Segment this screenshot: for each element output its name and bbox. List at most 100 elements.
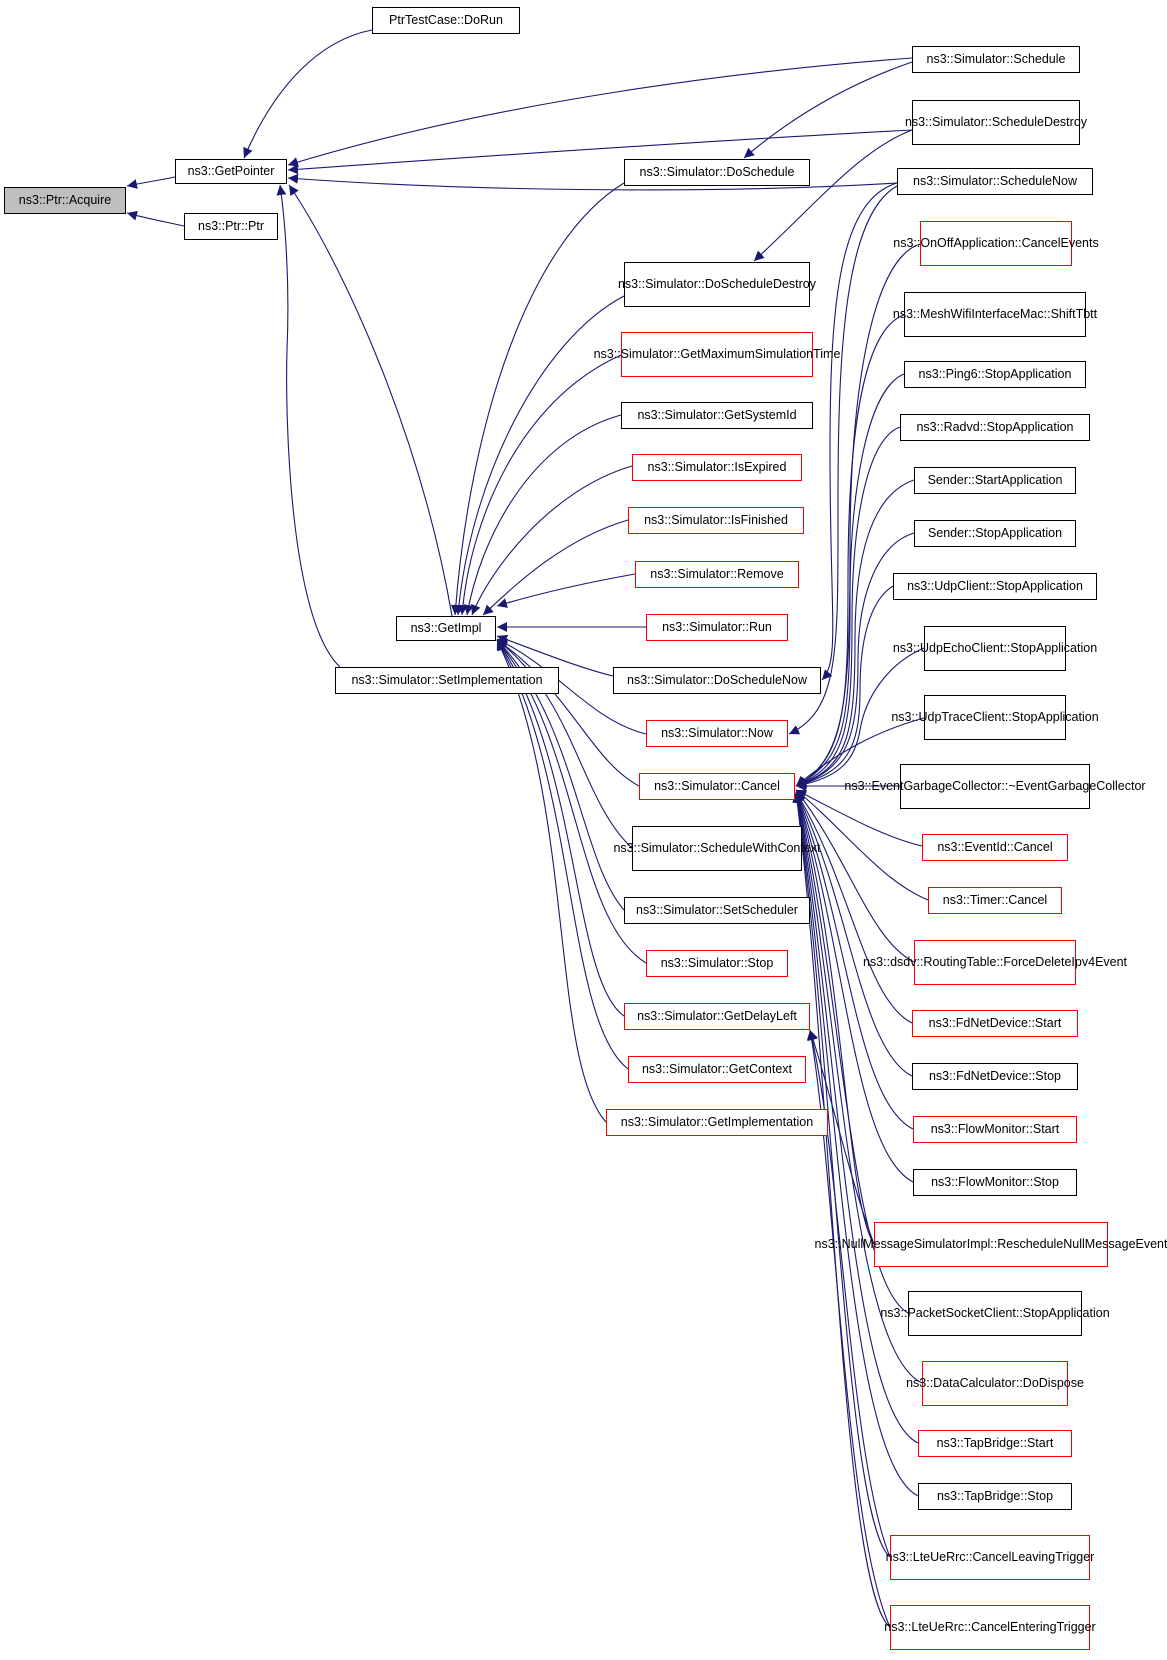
edge-getmax-getimpl xyxy=(457,354,622,616)
node-cancel[interactable]: ns3::Simulator::Cancel xyxy=(639,773,795,800)
node-label: ns3::Simulator::SetScheduler xyxy=(636,903,798,917)
node-is-finished[interactable]: ns3::Simulator::IsFinished xyxy=(628,507,804,534)
edge-udpecho-cancel xyxy=(795,647,925,790)
node-ptr-ptr[interactable]: ns3::Ptr::Ptr xyxy=(184,213,278,240)
node-label: ::StopApplication xyxy=(1015,1306,1110,1320)
node-event-garbage-collector[interactable]: ns3::EventGarbageCollector::~EventGarbag… xyxy=(844,764,1146,809)
node-label: ns3::PacketSocketClient xyxy=(880,1306,1016,1320)
node-get-context[interactable]: ns3::Simulator::GetContext xyxy=(628,1056,806,1083)
node-flowmonitor-stop[interactable]: ns3::FlowMonitor::Stop xyxy=(913,1169,1077,1196)
node-label: Destroy xyxy=(772,277,817,291)
node-remove[interactable]: ns3::Simulator::Remove xyxy=(635,561,799,588)
node-dsdv-force-delete[interactable]: ns3::dsdv::RoutingTable::ForceDeleteIpv4… xyxy=(863,940,1127,985)
edge-datacalc-cancel xyxy=(793,791,923,1384)
node-packet-socket-stop[interactable]: ns3::PacketSocketClient::StopApplication xyxy=(880,1291,1110,1336)
node-label: ns3::Simulator::IsFinished xyxy=(644,513,788,527)
node-get-system-id[interactable]: ns3::Simulator::GetSystemId xyxy=(621,402,813,429)
edge-fdstop-cancel xyxy=(795,791,913,1077)
node-set-scheduler[interactable]: ns3::Simulator::SetScheduler xyxy=(624,897,810,924)
node-label: ns3::Simulator::Cancel xyxy=(654,779,780,793)
edge-setimpl-getpointer xyxy=(276,184,341,668)
edge-schedule-getpointer xyxy=(287,57,913,167)
node-label: ns3::MeshWifiInterfaceMac xyxy=(892,307,1044,321)
node-label: ns3::Radvd::StopApplication xyxy=(916,420,1074,434)
node-label: ns3::Simulator::GetDelayLeft xyxy=(637,1009,797,1023)
node-do-schedule[interactable]: ns3::Simulator::DoSchedule xyxy=(624,159,810,186)
node-label: ns3::LteUeRrc::CancelLeaving xyxy=(885,1550,1056,1564)
node-fdnetdevice-stop[interactable]: ns3::FdNetDevice::Stop xyxy=(912,1063,1078,1090)
edge-scheduledestroy-doscheduledestroy xyxy=(753,129,913,262)
node-set-implementation[interactable]: ns3::Simulator::SetImplementation xyxy=(335,667,559,694)
node-label: ns3::Simulator::SetImplementation xyxy=(351,673,543,687)
node-label: ns3::GetImpl xyxy=(410,621,482,635)
node-label: ::StopApplication xyxy=(1003,641,1098,655)
node-udp-trace-stop[interactable]: ns3::UdpTraceClient::StopApplication xyxy=(891,695,1099,740)
node-tapbridge-start[interactable]: ns3::TapBridge::Start xyxy=(918,1430,1072,1457)
node-label: ns3::DataCalculator xyxy=(906,1376,1016,1390)
node-data-calculator-dispose[interactable]: ns3::DataCalculator::DoDispose xyxy=(906,1361,1084,1406)
edge-doscheduledestroy-getimpl xyxy=(453,295,625,616)
node-flowmonitor-start[interactable]: ns3::FlowMonitor::Start xyxy=(913,1116,1077,1143)
node-label: ns3::Ping6::StopApplication xyxy=(918,367,1072,381)
node-mesh-shift-tbtt[interactable]: ns3::MeshWifiInterfaceMac::ShiftTbtt xyxy=(893,292,1097,337)
node-ptr-testcase-dorun[interactable]: PtrTestCase::DoRun xyxy=(372,7,520,34)
node-ping6-stop[interactable]: ns3::Ping6::StopApplication xyxy=(904,361,1086,388)
node-label: ns3::Ptr::Acquire xyxy=(18,193,112,207)
node-schedule-now[interactable]: ns3::Simulator::ScheduleNow xyxy=(897,168,1093,195)
node-stop[interactable]: ns3::Simulator::Stop xyxy=(646,950,788,977)
node-radvd-stop[interactable]: ns3::Radvd::StopApplication xyxy=(900,414,1090,441)
node-now[interactable]: ns3::Simulator::Now xyxy=(646,720,788,747)
edge-isexpired-getimpl xyxy=(471,465,633,616)
edge-now-getimpl xyxy=(496,638,647,735)
edge-remove-getimpl xyxy=(496,573,636,608)
edge-delayleft-getimpl xyxy=(496,639,625,1017)
node-get-delay-left[interactable]: ns3::Simulator::GetDelayLeft xyxy=(624,1003,810,1030)
node-onoff-cancel-events[interactable]: ns3::OnOffApplication::CancelEvents xyxy=(893,221,1099,266)
node-timer-cancel[interactable]: ns3::Timer::Cancel xyxy=(928,887,1062,914)
edge-getimplementation-getimpl xyxy=(496,639,607,1123)
edge-ping6-cancel xyxy=(795,373,905,787)
node-label: ns3::FdNetDevice::Stop xyxy=(928,1069,1061,1083)
node-run[interactable]: ns3::Simulator::Run xyxy=(646,614,788,641)
node-label: ns3::Simulator::GetContext xyxy=(641,1062,793,1076)
edge-schedulenow-getpointer xyxy=(287,173,898,191)
node-schedule[interactable]: ns3::Simulator::Schedule xyxy=(912,46,1080,73)
node-label: ns3::Simulator::Stop xyxy=(660,956,774,970)
edge-dsdv-cancel xyxy=(795,789,915,963)
node-is-expired[interactable]: ns3::Simulator::IsExpired xyxy=(632,454,802,481)
edge-lteleaving-cancel xyxy=(792,791,891,1558)
node-do-schedule-now[interactable]: ns3::Simulator::DoScheduleNow xyxy=(613,667,821,694)
node-udp-client-stop[interactable]: ns3::UdpClient::StopApplication xyxy=(893,573,1097,600)
node-eventid-cancel[interactable]: ns3::EventId::Cancel xyxy=(922,834,1068,861)
edge-getsysid-getimpl xyxy=(463,414,622,616)
edge-schedulenow-doschedulenow xyxy=(821,182,898,681)
node-label: Trigger xyxy=(1055,1550,1095,1564)
edge-udptrace-cancel xyxy=(795,717,925,787)
edge-schedulenow-now xyxy=(788,185,898,735)
node-label: ::StopApplication xyxy=(1004,710,1099,724)
node-label: ::~EventGarbageCollector xyxy=(1001,779,1146,793)
node-label: ns3::Simulator::Schedule xyxy=(926,52,1066,66)
node-fdnetdevice-start[interactable]: ns3::FdNetDevice::Start xyxy=(912,1010,1078,1037)
node-label: ns3::OnOffApplication xyxy=(893,236,1015,250)
node-get-pointer[interactable]: ns3::GetPointer xyxy=(175,159,287,184)
node-label: ns3::FdNetDevice::Start xyxy=(928,1016,1062,1030)
node-label: ns3::Simulator::ScheduleNow xyxy=(913,174,1077,188)
node-label: ns3::GetPointer xyxy=(187,164,275,178)
node-get-implementation[interactable]: ns3::Simulator::GetImplementation xyxy=(606,1109,828,1136)
node-label: ns3::Simulator::GetSystemId xyxy=(637,408,797,422)
node-tapbridge-stop[interactable]: ns3::TapBridge::Stop xyxy=(918,1483,1072,1510)
node-udp-echo-stop[interactable]: ns3::UdpEchoClient::StopApplication xyxy=(893,626,1097,671)
node-sender-start[interactable]: Sender::StartApplication xyxy=(914,467,1076,494)
node-sender-stop[interactable]: Sender::StopApplication xyxy=(914,520,1076,547)
node-get-impl[interactable]: ns3::GetImpl xyxy=(396,616,496,641)
node-label: ns3::Ptr::Ptr xyxy=(198,219,264,233)
edge-udpclient-cancel xyxy=(795,585,894,789)
